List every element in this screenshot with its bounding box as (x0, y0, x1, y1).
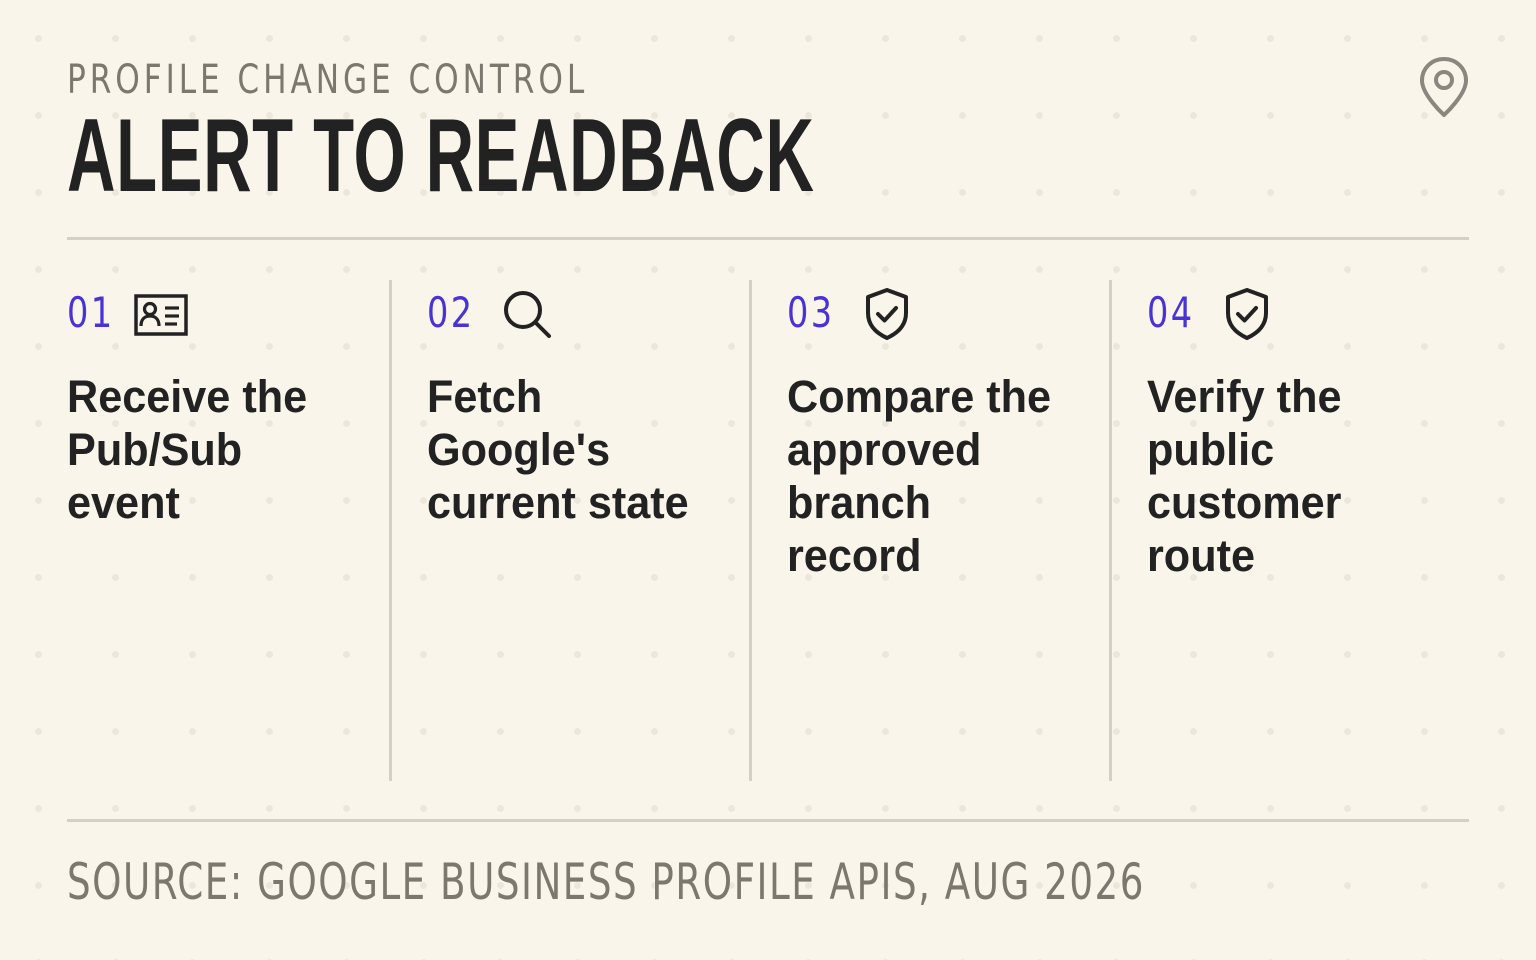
source-note: SOURCE: GOOGLE BUSINESS PROFILE APIS, AU… (67, 853, 1145, 911)
step-text: Compare the approved branch record (787, 371, 1052, 581)
step-card: 02 Fetch Google's current state (427, 280, 727, 780)
column-divider (749, 280, 752, 781)
step-card: 04 Verify the public customer route (1147, 280, 1447, 780)
step-text: Receive the Pub/Sub event (67, 371, 308, 528)
column-divider (1109, 280, 1112, 781)
search-icon (504, 291, 551, 338)
footer-divider (67, 819, 1469, 822)
step-card: 03 Compare the approved branch record (787, 280, 1087, 780)
id-card-icon (134, 294, 188, 336)
eyebrow-label: PROFILE CHANGE CONTROL (67, 57, 589, 103)
map-pin-icon (1420, 57, 1468, 117)
shield-check-icon (1226, 288, 1268, 340)
step-text: Fetch Google's current state (427, 371, 689, 528)
step-number: 02 (427, 288, 475, 337)
step-text: Verify the public customer route (1147, 371, 1342, 581)
step-number: 04 (1147, 288, 1195, 337)
step-card: 01 Receive the Pub/Sub event (67, 280, 367, 780)
shield-check-icon (866, 288, 908, 340)
page-title: ALERT TO READBACK (67, 98, 815, 214)
column-divider (389, 280, 392, 781)
step-number: 01 (67, 288, 115, 337)
header-divider (67, 237, 1469, 240)
step-number: 03 (787, 288, 835, 337)
